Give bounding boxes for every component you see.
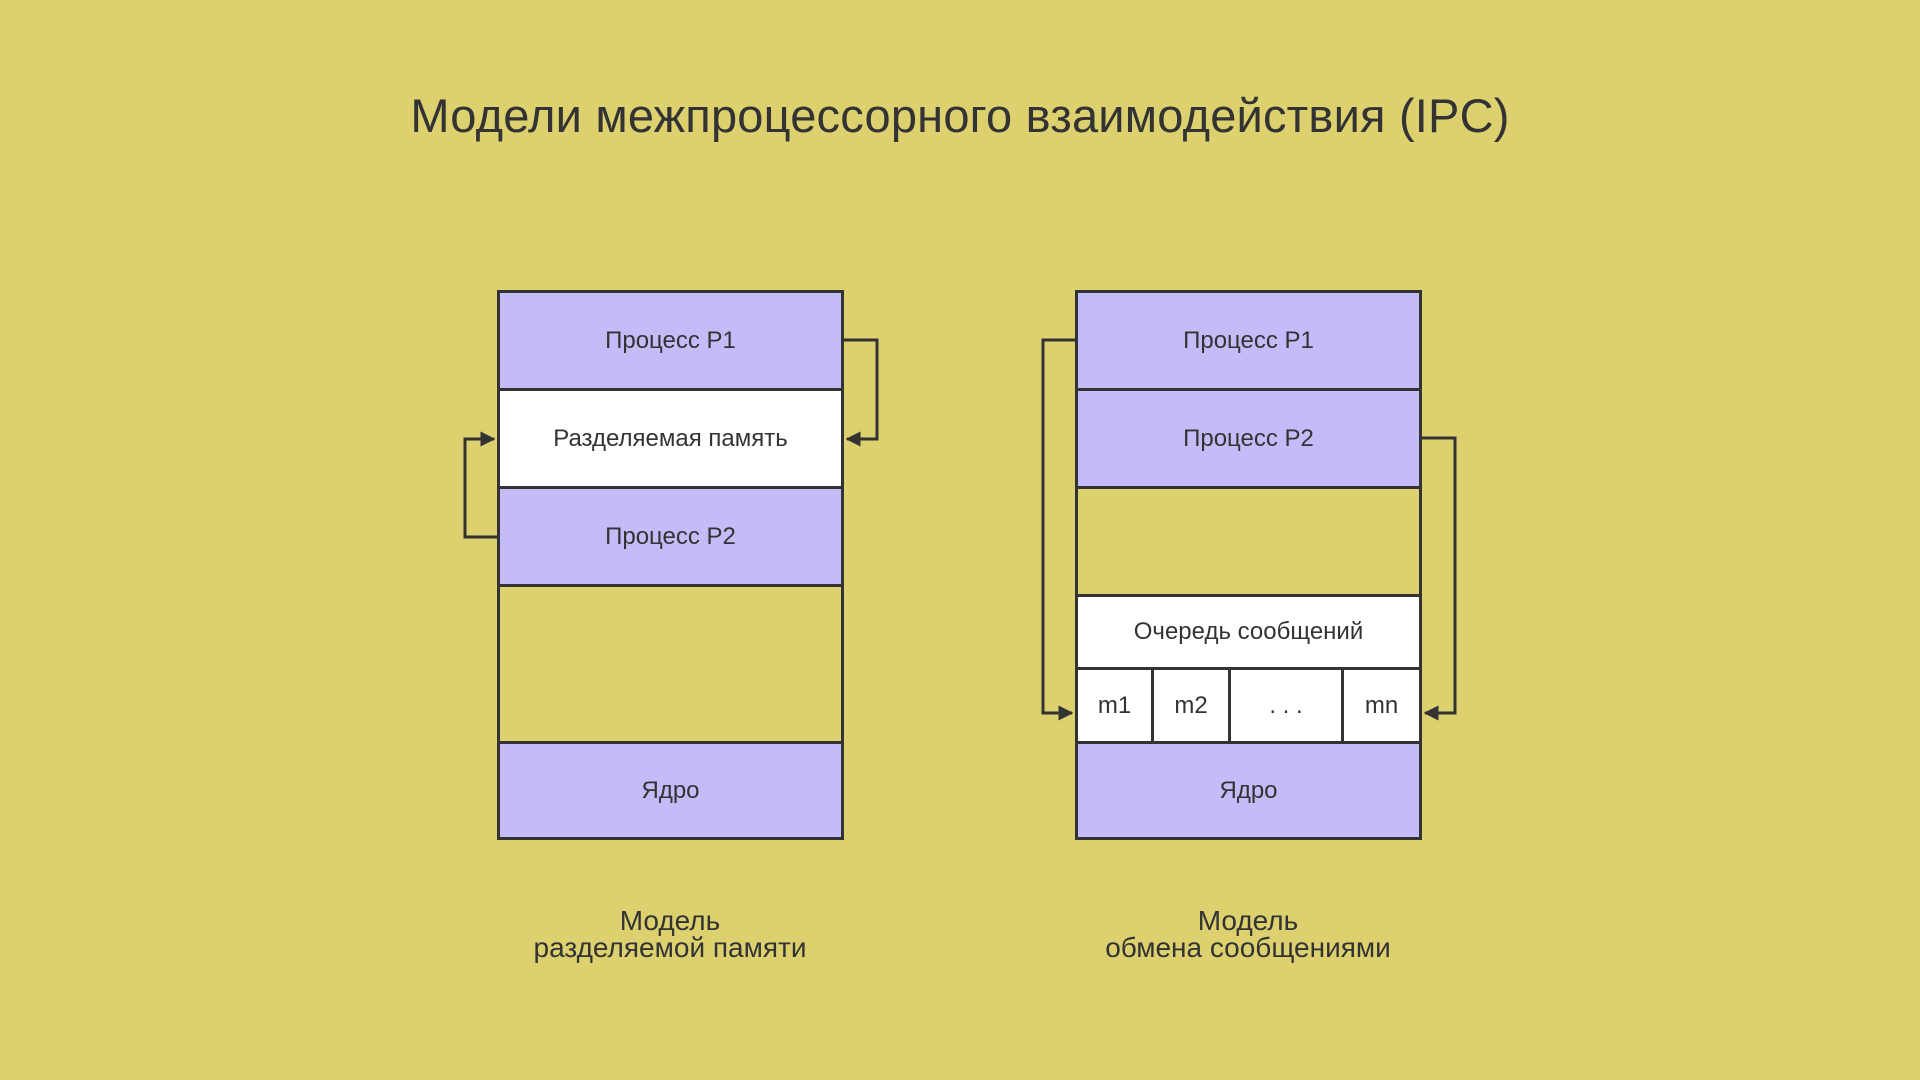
arrow-p1-to-shared-memory <box>844 338 879 447</box>
message-m1-label: m1 <box>1097 691 1132 719</box>
message-cell-m1: m1 <box>1078 670 1154 741</box>
shm-process-p1-label: Процесс P1 <box>605 326 736 354</box>
message-cell-ellipsis: . . . <box>1231 670 1344 741</box>
msg-kernel: Ядро <box>1078 741 1419 837</box>
arrow-p2-to-mn <box>1422 436 1457 721</box>
message-mn-label: mn <box>1364 691 1399 719</box>
message-cell-m2: m2 <box>1154 670 1231 741</box>
diagram-title: Модели межпроцессорного взаимодействия (… <box>410 89 1510 142</box>
arrow-p1-to-m1 <box>1041 338 1075 721</box>
shared-memory-stack: Процесс P1 Разделяемая память Процесс P2… <box>497 290 844 840</box>
shm-kernel-label: Ядро <box>641 776 700 804</box>
message-ellipsis-label: . . . <box>1269 691 1303 719</box>
shared-memory-caption-line1: Модель <box>619 905 721 936</box>
msg-process-p1-label: Процесс P1 <box>1183 326 1314 354</box>
message-passing-caption-line1: Модель <box>1197 905 1299 936</box>
message-m2-label: m2 <box>1174 691 1208 719</box>
shm-kernel: Ядро <box>500 741 841 837</box>
arrow-p2-to-shared-memory <box>463 431 497 539</box>
msg-process-p2-label: Процесс P2 <box>1183 424 1314 452</box>
msg-message-row: m1 m2 . . . mn <box>1078 667 1419 741</box>
message-passing-caption: Модель обмена сообщениями <box>998 905 1498 963</box>
message-passing-caption-line2: обмена сообщениями <box>1105 932 1391 963</box>
shared-memory-caption: Модель разделяемой памяти <box>420 905 920 963</box>
shm-process-p2: Процесс P2 <box>500 486 841 584</box>
message-passing-stack: Процесс P1 Процесс P2 Очередь сообщений … <box>1075 290 1422 840</box>
msg-process-p1: Процесс P1 <box>1078 293 1419 388</box>
msg-process-p2: Процесс P2 <box>1078 388 1419 486</box>
shm-empty-region <box>500 584 841 741</box>
shm-process-p2-label: Процесс P2 <box>605 522 736 550</box>
shm-shared-memory: Разделяемая память <box>500 388 841 486</box>
shm-process-p1: Процесс P1 <box>500 293 841 388</box>
msg-empty-region <box>1078 486 1419 594</box>
msg-kernel-label: Ядро <box>1219 776 1278 804</box>
shared-memory-caption-line2: разделяемой памяти <box>533 932 807 963</box>
msg-queue: Очередь сообщений <box>1078 594 1419 667</box>
msg-queue-label: Очередь сообщений <box>1133 618 1364 645</box>
message-cell-mn: mn <box>1344 670 1419 741</box>
shm-shared-memory-label: Разделяемая память <box>553 424 788 452</box>
